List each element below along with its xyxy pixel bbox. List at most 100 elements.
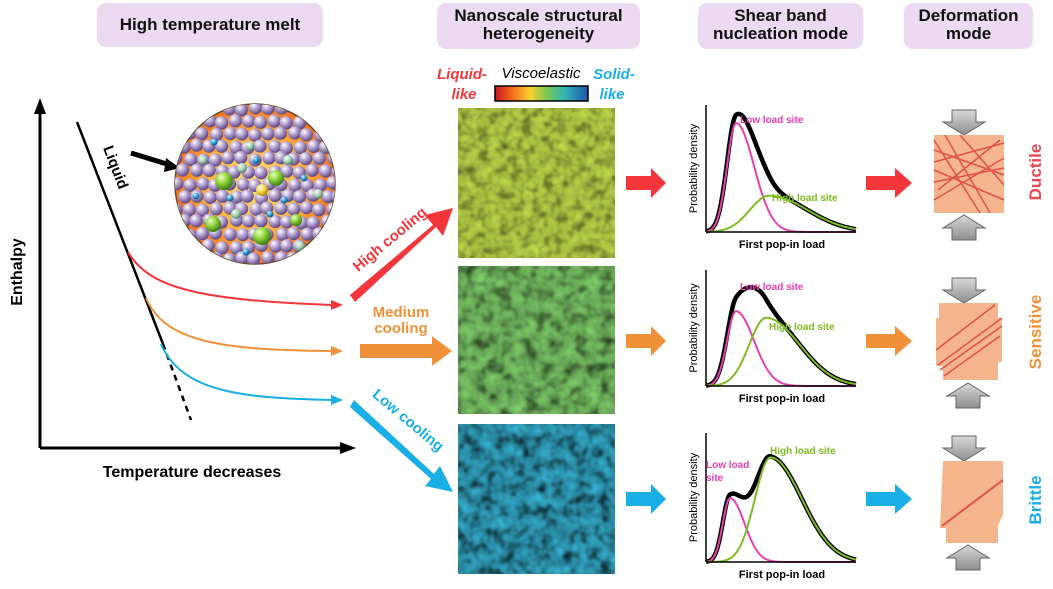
atom <box>261 250 275 264</box>
header-nanoscale-heterogeneity: Nanoscale structural heterogeneity <box>437 3 640 49</box>
high-cooling-curve-arrowhead <box>331 300 343 310</box>
atom <box>175 163 190 177</box>
atom <box>312 203 326 217</box>
header-deform-line1: Deformation <box>918 6 1019 25</box>
atom <box>280 239 294 253</box>
heterogeneity-map-low <box>458 424 615 574</box>
density-x-label: First pop-in load <box>739 569 825 581</box>
arrow-map-to-plot-medium <box>626 326 666 356</box>
atom <box>215 241 229 255</box>
atom <box>293 141 307 155</box>
atom-solute <box>268 170 284 186</box>
atom <box>286 226 301 241</box>
atom-solute <box>290 214 302 226</box>
low-load-site-label: Low load site <box>740 282 804 293</box>
atom <box>182 203 196 217</box>
atom-solute <box>210 138 218 146</box>
atom <box>279 116 293 130</box>
colorbar-liquid-label-line1: Liquid- <box>437 66 487 83</box>
atom <box>177 140 191 154</box>
atom <box>175 177 184 191</box>
atom <box>178 213 192 227</box>
atom <box>300 178 314 193</box>
atom-solute <box>266 210 274 218</box>
atom <box>209 202 223 216</box>
low-cooling-label: Low cooling <box>369 386 447 455</box>
atom <box>242 114 256 128</box>
ductile-shear-bands <box>933 134 1005 214</box>
atom <box>261 127 275 141</box>
atom <box>202 163 216 177</box>
atom <box>229 241 243 255</box>
low-load-site-label: Low load site <box>740 115 804 126</box>
atom <box>248 128 262 142</box>
header-shear-line1: Shear band <box>734 6 827 25</box>
atom-solute <box>253 227 271 245</box>
atom <box>286 251 300 264</box>
atom <box>222 104 236 116</box>
enthalpy-plot: Enthalpy Temperature decreases Liquid <box>9 98 356 481</box>
colorbar-viscoelastic-label: Viscoelastic <box>502 65 581 82</box>
atom <box>279 141 293 155</box>
atom-solute <box>231 209 241 219</box>
atom <box>236 177 250 192</box>
mode-label-sensitive: Sensitive <box>1026 295 1045 370</box>
atom <box>280 164 294 178</box>
atom <box>209 251 223 264</box>
arrow-map-to-plot-high <box>626 168 666 198</box>
high-load-site-curve <box>705 316 857 387</box>
density-y-label: Probability density <box>688 452 700 542</box>
atom <box>288 178 302 192</box>
deformation-brittle <box>940 435 1004 571</box>
atom <box>299 151 313 166</box>
density-x-label: First pop-in load <box>739 239 825 251</box>
density-x-label: First pop-in load <box>739 393 825 405</box>
atom <box>242 214 256 228</box>
atom-solute <box>295 241 305 251</box>
atom <box>248 104 263 115</box>
colorbar-liquid-label-line2: like <box>451 86 476 103</box>
atom <box>280 215 294 229</box>
atom <box>234 150 248 165</box>
liquid-label: Liquid <box>99 143 131 191</box>
ductile-sample-block <box>934 135 1004 213</box>
atom <box>240 189 254 203</box>
melt-structure-circle <box>174 103 336 265</box>
atom <box>222 252 236 264</box>
medium-cooling-curve-arrowhead <box>331 346 343 356</box>
atom <box>235 127 249 141</box>
atom <box>254 214 268 228</box>
atom-solute <box>198 155 208 165</box>
atom <box>326 176 335 190</box>
density-y-label: Probability density <box>688 283 700 373</box>
header-melt-text: High temperature melt <box>119 15 301 34</box>
enthalpy-axis-label: Enthalpy <box>9 238 26 306</box>
compress-arrow-top-sensitive <box>941 277 987 304</box>
high-cooling-curve <box>127 251 333 306</box>
compress-arrow-bottom-brittle <box>945 544 991 571</box>
atom <box>312 151 326 165</box>
medium-cooling-label-line1: Medium <box>373 304 430 321</box>
low-cooling-arrow <box>350 400 453 492</box>
atom <box>287 202 301 216</box>
atom <box>215 189 230 203</box>
atom <box>320 214 335 228</box>
header-hetero-line1: Nanoscale structural <box>454 6 623 25</box>
atom <box>249 202 263 216</box>
colorbar-solid-label-line1: Solid- <box>593 66 635 83</box>
atom <box>215 139 229 153</box>
medium-cooling-label-line2: cooling <box>374 320 427 337</box>
header-high-temperature-melt: High temperature melt <box>97 3 323 47</box>
brittle-shear-band <box>941 479 1004 527</box>
atom-solute <box>300 174 308 182</box>
atom <box>318 164 333 178</box>
atom-solute <box>226 194 234 202</box>
colorbar-gradient <box>494 85 589 102</box>
atom-solute <box>280 196 288 204</box>
atom <box>288 126 302 140</box>
atom <box>300 227 314 241</box>
atom <box>261 104 275 115</box>
atom <box>262 151 276 165</box>
